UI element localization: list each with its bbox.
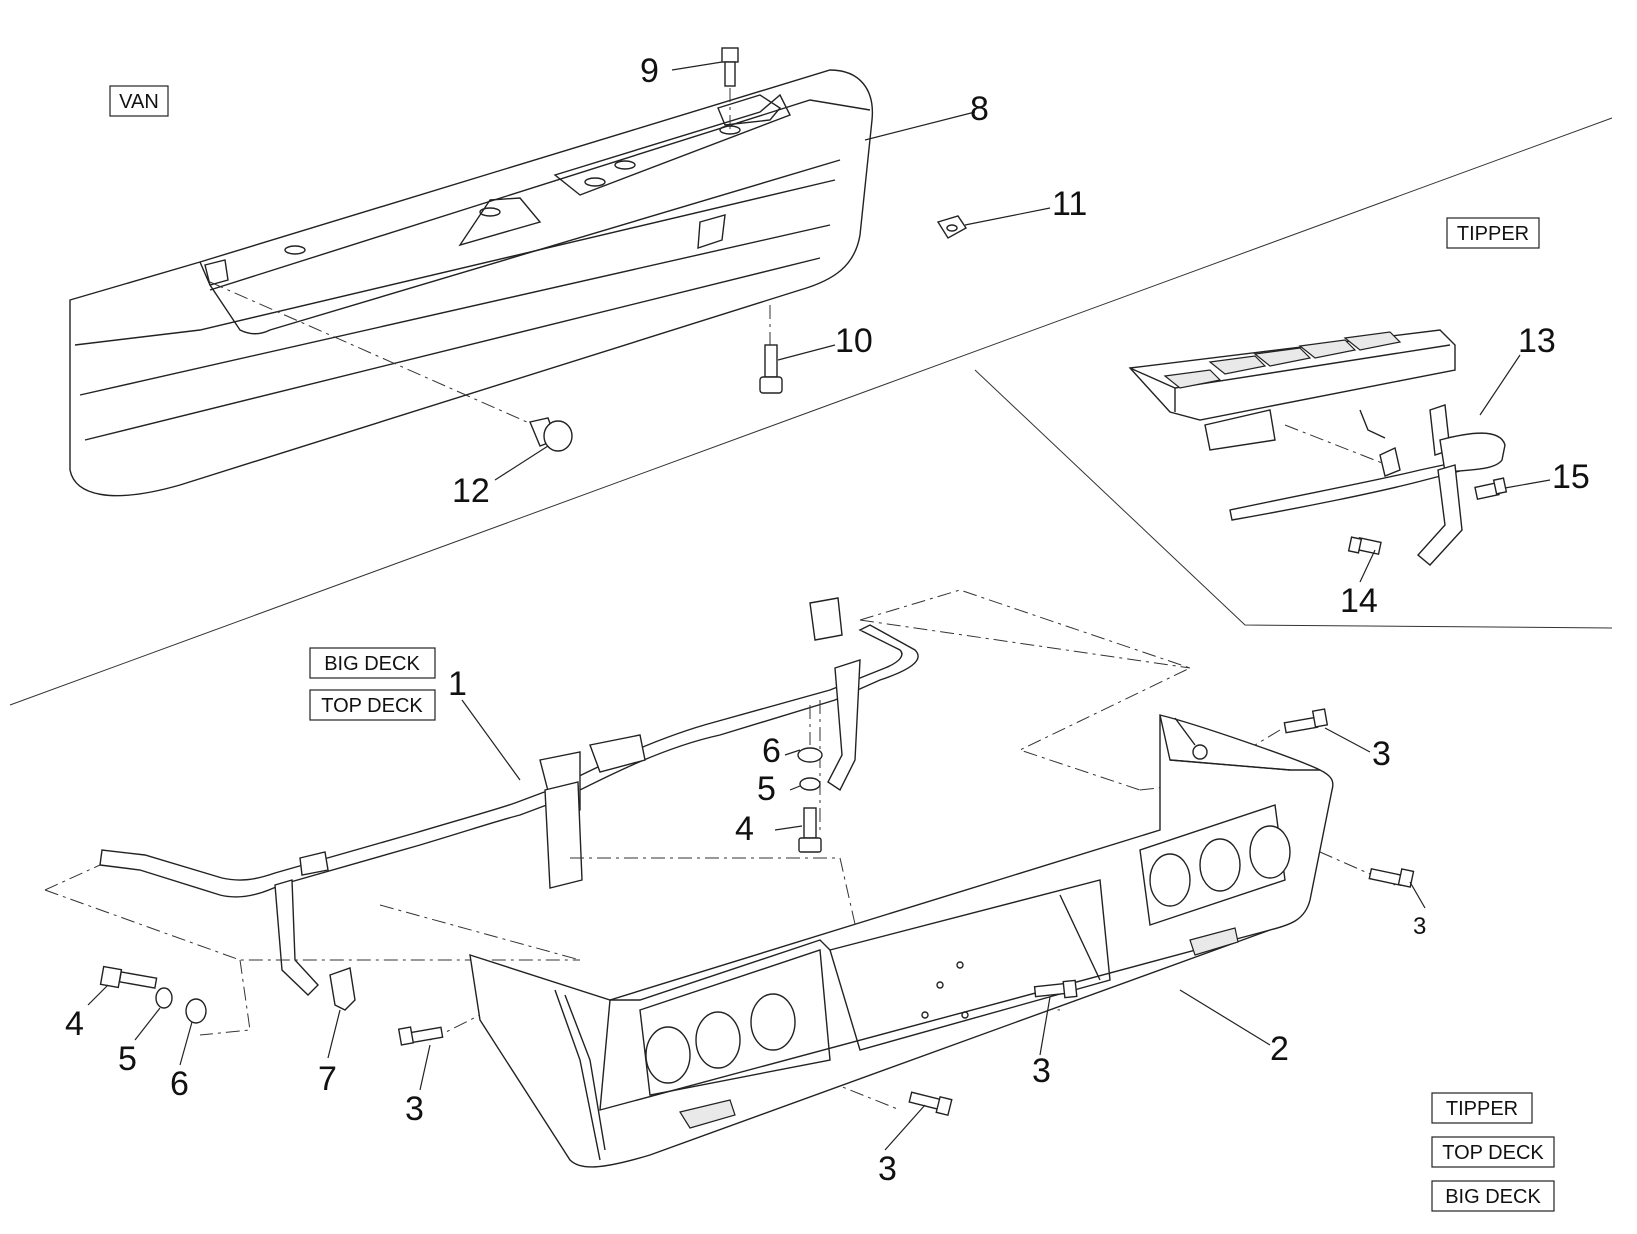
- callout-2: 2: [1270, 1030, 1289, 1068]
- callout-1: 1: [448, 665, 467, 703]
- callout-7: 7: [318, 1060, 337, 1098]
- callout-15: 15: [1552, 458, 1590, 496]
- tag-tipper-top: TIPPER: [1457, 223, 1529, 245]
- washer-part-5-left: [155, 987, 173, 1009]
- leader-lines: [87, 61, 1551, 1151]
- callout-numbers: 1 2 3 3 3 3 3 4 4 5 5 6 6 7 8 9 10 11 12…: [65, 52, 1590, 1188]
- screw-part-3-b: [1368, 867, 1415, 888]
- callout-5-left: 5: [118, 1040, 137, 1078]
- callout-3-a: 3: [1372, 735, 1391, 773]
- clip-nut-part-11: [936, 215, 968, 239]
- screw-part-3-e: [908, 1091, 953, 1117]
- hardware: [99, 705, 1415, 1117]
- screw-part-3-c: [1033, 979, 1078, 999]
- bolt-part-10: [759, 305, 783, 394]
- bolt-part-9: [721, 47, 739, 130]
- tag-big-deck-bottom: BIG DECK: [1445, 1186, 1541, 1208]
- callout-12: 12: [452, 472, 490, 510]
- callout-4-left: 4: [65, 1005, 84, 1043]
- callout-3-b: 3: [1413, 913, 1426, 940]
- variant-tags: VAN TIPPER BIG DECK TOP DECK TIPPER TOP …: [109, 85, 1555, 1212]
- callout-3-e: 3: [878, 1150, 897, 1188]
- callout-3-c: 3: [1032, 1052, 1051, 1090]
- screw-part-3-a: [1283, 708, 1329, 734]
- callout-10: 10: [835, 322, 873, 360]
- clip-part-7: [329, 967, 356, 1011]
- van-bumper-part-8: [69, 69, 874, 497]
- washer-part-5-right: [799, 777, 821, 791]
- bolt-part-4-right: [798, 705, 822, 853]
- callout-5-right: 5: [757, 770, 776, 808]
- cap-part-12: [209, 281, 573, 452]
- tipper-inset: [1128, 329, 1508, 566]
- callout-9: 9: [640, 52, 659, 90]
- tag-big-deck: BIG DECK: [324, 653, 420, 675]
- tag-van: VAN: [119, 91, 159, 113]
- callout-6-left: 6: [170, 1065, 189, 1103]
- section-dividers: [9, 117, 1613, 706]
- mounting-frame-part-1: [99, 597, 919, 996]
- callout-14: 14: [1340, 582, 1378, 620]
- bolt-part-4-left: [99, 965, 158, 989]
- tag-top-deck: TOP DECK: [321, 695, 423, 717]
- tag-tipper-bottom: TIPPER: [1446, 1098, 1518, 1120]
- callout-3-d: 3: [405, 1090, 424, 1128]
- callout-8: 8: [970, 90, 989, 128]
- callout-4-right: 4: [735, 810, 754, 848]
- rear-bumper-part-2: [469, 714, 1334, 1168]
- tag-top-deck-bottom: TOP DECK: [1442, 1142, 1544, 1164]
- washer-part-6-left: [185, 998, 207, 1024]
- washer-part-6-right: [797, 747, 823, 763]
- callout-11: 11: [1052, 185, 1087, 223]
- screw-part-3-d: [397, 1026, 444, 1046]
- callout-13: 13: [1518, 322, 1556, 360]
- callout-6-right: 6: [762, 732, 781, 770]
